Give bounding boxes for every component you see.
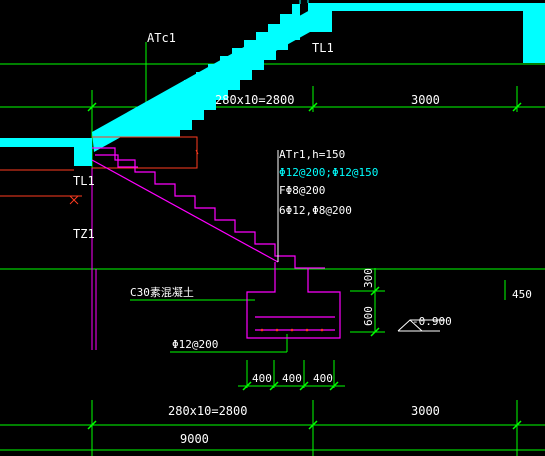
footing-rebar-dots <box>260 328 324 332</box>
concrete-note: C30素混凝土 <box>130 285 194 299</box>
right-column <box>523 3 545 63</box>
stair-footing <box>246 262 341 339</box>
dim-footing-left: 400 <box>252 372 272 385</box>
dim-lower-right: 3000 <box>411 404 440 418</box>
label-tl1-top: TL1 <box>312 41 334 55</box>
top-landing-slab <box>308 3 545 11</box>
dim-upper-run: 280x10=2800 <box>215 93 294 107</box>
stair-note-title: ATr1,h=150 <box>279 148 345 161</box>
level-mark: -0.900 <box>412 315 452 328</box>
cyan-outline-lines <box>299 0 309 4</box>
dim-upper-right: 3000 <box>411 93 440 107</box>
dim-footing-mid: 400 <box>282 372 302 385</box>
dim-height-top: 300 <box>362 268 375 288</box>
stair-note-main-rebar: Φ12@200;Φ12@150 <box>279 166 378 179</box>
lower-stair-outline <box>91 147 325 269</box>
tl1-top-beam <box>308 3 332 32</box>
dim-total: 9000 <box>180 432 209 446</box>
cyan-landing-beams <box>0 3 545 166</box>
mid-landing-slab <box>0 138 92 147</box>
tl1-left-beam <box>74 138 92 166</box>
beam-hatch-ticks <box>195 149 199 155</box>
dim-edge-right: 450 <box>512 288 532 301</box>
level-symbol <box>397 319 445 332</box>
label-tl1-left: TL1 <box>73 174 95 188</box>
label-tz1: TZ1 <box>73 227 95 241</box>
dim-lower-run: 280x10=2800 <box>168 404 247 418</box>
stair-note-other: 6Φ12,Φ8@200 <box>279 204 352 217</box>
dim-footing-right: 400 <box>313 372 333 385</box>
dimension-ticks <box>87 102 522 430</box>
label-atc1: ATc1 <box>147 31 176 45</box>
dim-height-footing: 600 <box>362 306 375 326</box>
wall-lines <box>91 168 97 350</box>
foundation-rebar-note: Φ12@200 <box>172 338 218 351</box>
tz1-column <box>69 195 79 205</box>
stair-note-distribution: FΦ8@200 <box>279 184 325 197</box>
upper-stair-slab <box>92 10 310 152</box>
